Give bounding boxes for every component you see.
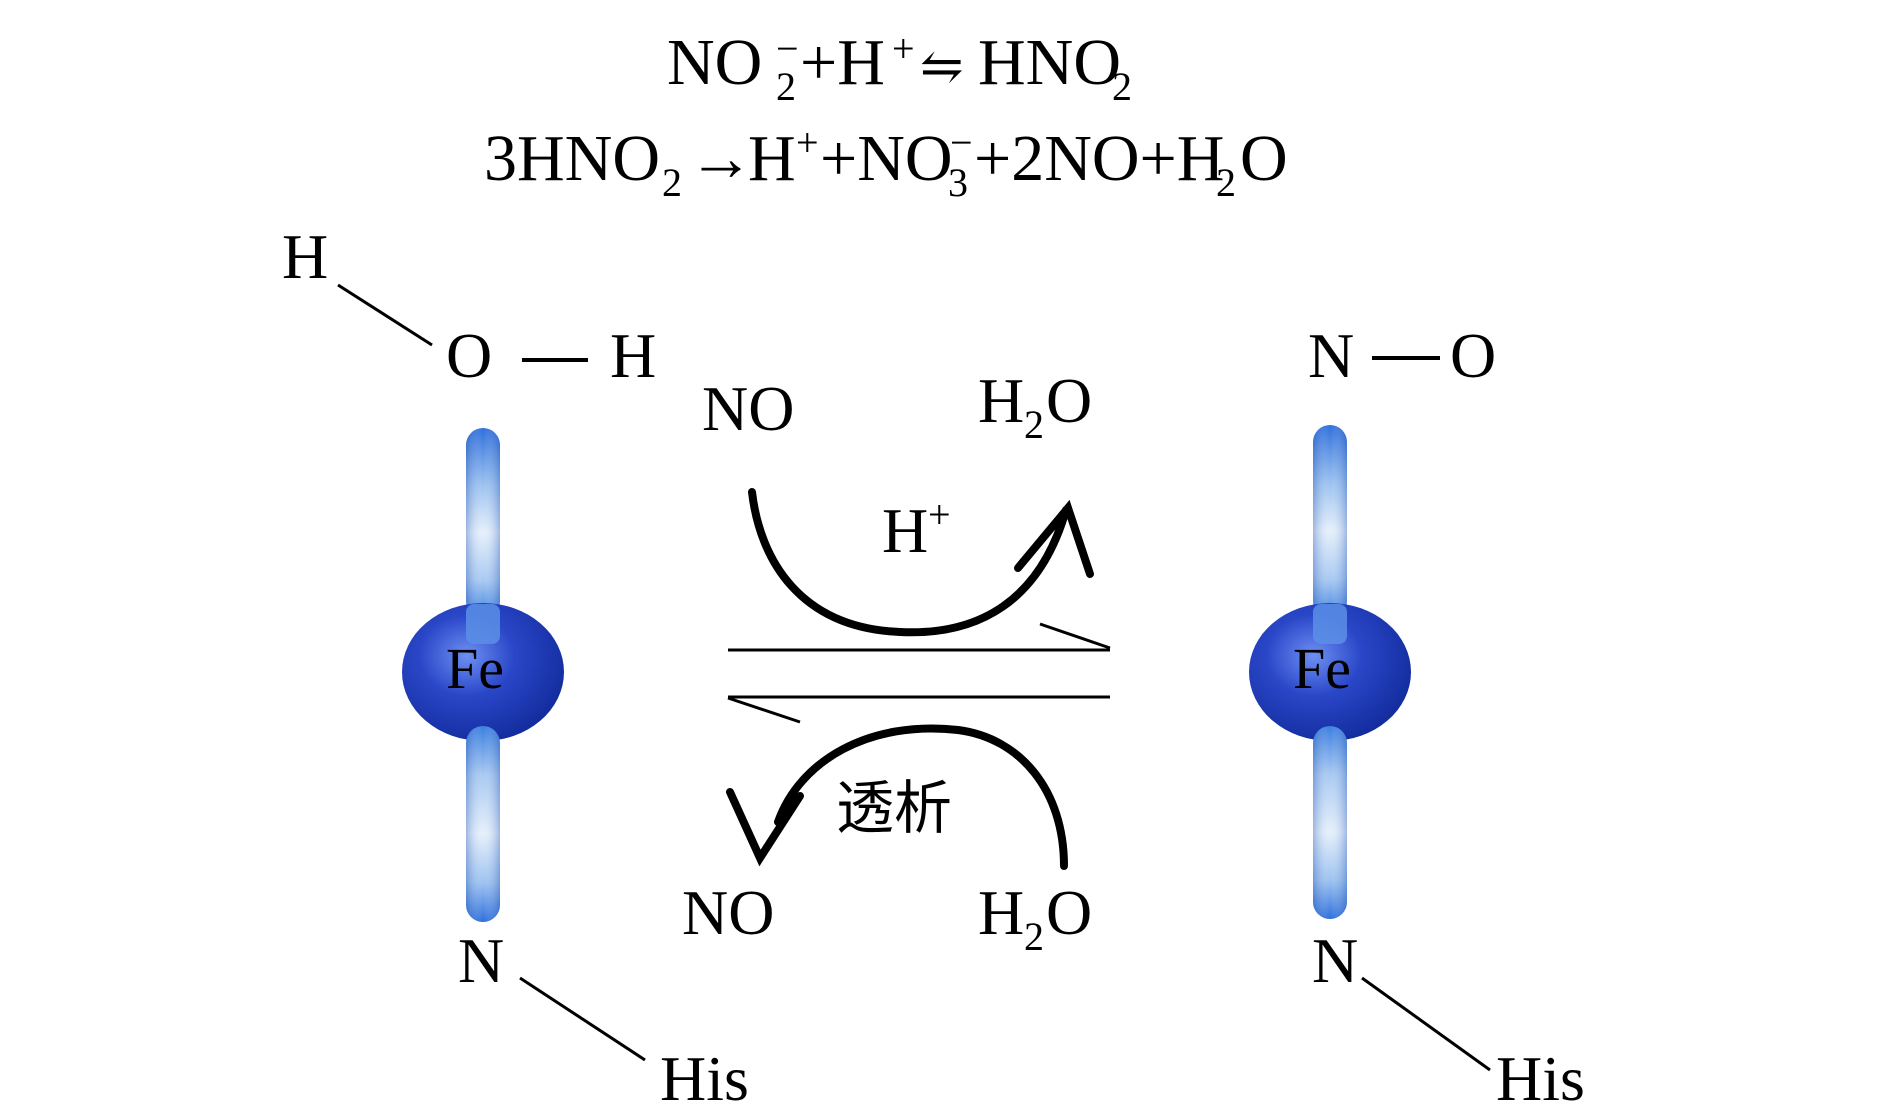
equilibrium-arrows-icon	[727, 622, 1111, 724]
left-h-o-bond	[337, 283, 433, 347]
forward-h2o-o: O	[1046, 365, 1092, 436]
eq2-hplus: +	[796, 120, 819, 165]
curved-forward-arrow-icon	[748, 488, 1070, 637]
right-no-n: N	[1308, 320, 1354, 391]
right-heme-complex: N O Fe N His	[1249, 320, 1585, 1110]
eq2-plus-no: +NO	[820, 122, 953, 195]
left-fe-atom	[402, 603, 564, 741]
eq2-sub2: 2	[662, 160, 682, 205]
left-his-label: His	[660, 1043, 749, 1110]
equation-nitrite-protonation: NO 2 − +H + ⇋ HNO 2	[667, 26, 1132, 109]
left-his-n: N	[458, 925, 504, 996]
forward-h2o-h: H	[978, 365, 1024, 436]
eq2-rest: +2NO+H	[974, 122, 1224, 195]
reverse-arrowhead-icon	[726, 788, 804, 867]
reverse-h2o-sub: 2	[1024, 914, 1044, 959]
reverse-h2o-h: H	[978, 877, 1024, 948]
reverse-h2o-o: O	[1046, 877, 1092, 948]
reverse-reaction: 透析 NO H 2 O	[682, 724, 1092, 959]
left-heme-complex: H O H Fe N His	[282, 221, 749, 1110]
eq1-plus-h: +H	[800, 26, 885, 99]
eq1-no2: NO	[667, 26, 762, 99]
left-water-h-right: H	[610, 320, 656, 391]
equation-nitrous-acid-disproportionation: 3HNO 2 → H + +NO 3 − +2NO+H 2 O	[484, 120, 1288, 205]
eq2-3hno: 3HNO	[484, 122, 660, 195]
right-his-n: N	[1312, 925, 1358, 996]
right-fe-label: Fe	[1293, 636, 1351, 701]
eq2-h: H	[748, 122, 796, 195]
eq1-hno: HNO	[978, 26, 1121, 99]
eq2-sub2b: 2	[1216, 160, 1236, 205]
right-fe-atom	[1249, 603, 1411, 741]
left-water-h-top: H	[282, 221, 328, 292]
forward-h2o-sub: 2	[1024, 402, 1044, 447]
left-water-o: O	[446, 320, 492, 391]
right-no-o: O	[1450, 320, 1496, 391]
right-n-his-bond	[1361, 976, 1491, 1072]
reverse-no-product: NO	[682, 877, 774, 948]
eq2-sub3: 3	[948, 160, 968, 205]
eq2-o: O	[1240, 122, 1288, 195]
right-his-label: His	[1496, 1043, 1585, 1110]
left-n-his-bond	[519, 976, 646, 1062]
forward-reaction: NO H 2 O H +	[702, 365, 1094, 637]
curved-reverse-arrow-icon	[774, 724, 1068, 870]
eq1-minus: −	[776, 26, 799, 71]
forward-catalyst-plus: +	[928, 492, 951, 537]
eq1-sub2: 2	[1112, 64, 1132, 109]
eq2-minus: −	[950, 120, 973, 165]
reverse-condition-label: 透析	[836, 774, 952, 842]
eq1-equilibrium-arrow: ⇋	[920, 39, 964, 96]
eq2-arrow: →	[688, 122, 754, 195]
eq1-hplus: +	[892, 26, 915, 71]
eq1-sub: 2	[776, 64, 796, 109]
left-fe-label: Fe	[446, 636, 504, 701]
forward-catalyst-h: H	[882, 495, 928, 566]
forward-no-reactant: NO	[702, 373, 794, 444]
forward-arrowhead-icon	[1014, 499, 1094, 578]
